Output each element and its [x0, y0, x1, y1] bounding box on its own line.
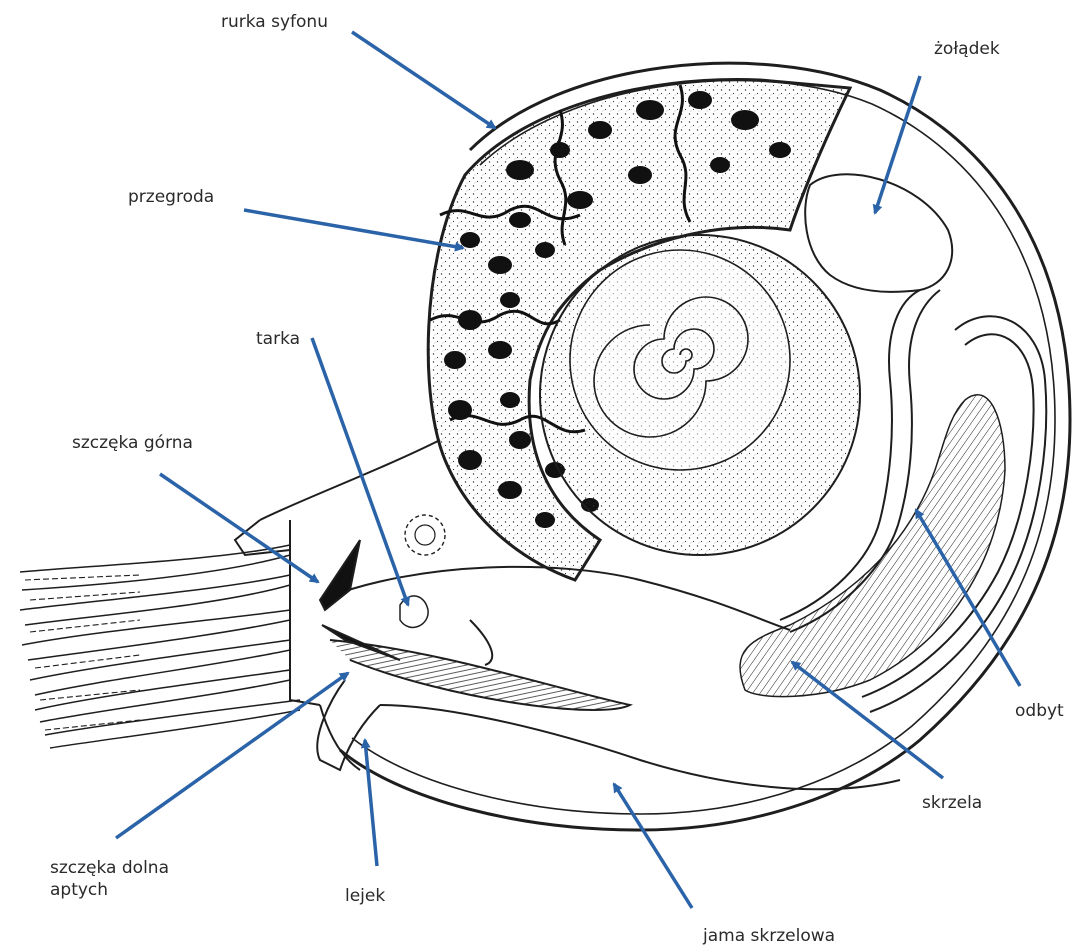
label-tarka: tarka [256, 328, 300, 350]
label-rurka-syfonu: rurka syfonu [221, 11, 328, 33]
label-szczeka-dolna-aptych: szczęka dolna aptych [50, 857, 169, 901]
arrow-szczeka-gorna [160, 474, 318, 582]
inner-whorl [540, 235, 860, 555]
label-aptych: aptych [50, 879, 169, 901]
arrow-szczeka-dolna [116, 673, 348, 838]
label-odbyt: odbyt [1015, 700, 1064, 722]
arrow-rurka-syfonu [352, 32, 495, 128]
label-lejek: lejek [345, 885, 385, 907]
arrow-jama-skrzelowa [614, 784, 692, 908]
arrow-przegroda [244, 210, 463, 248]
tentacles [20, 545, 300, 748]
stomach [805, 174, 952, 292]
label-szczeka-gorna: szczęka górna [72, 432, 193, 454]
label-przegroda: przegroda [128, 186, 214, 208]
arrow-zoladek [875, 76, 920, 213]
arrow-tarka [312, 338, 408, 605]
label-szczeka-dolna: szczęka dolna [50, 857, 169, 879]
label-skrzela: skrzela [922, 792, 982, 814]
arrow-lejek [365, 740, 377, 866]
label-zoladek: żołądek [934, 38, 1000, 60]
label-jama-skrzelowa: jama skrzelowa [703, 925, 835, 947]
